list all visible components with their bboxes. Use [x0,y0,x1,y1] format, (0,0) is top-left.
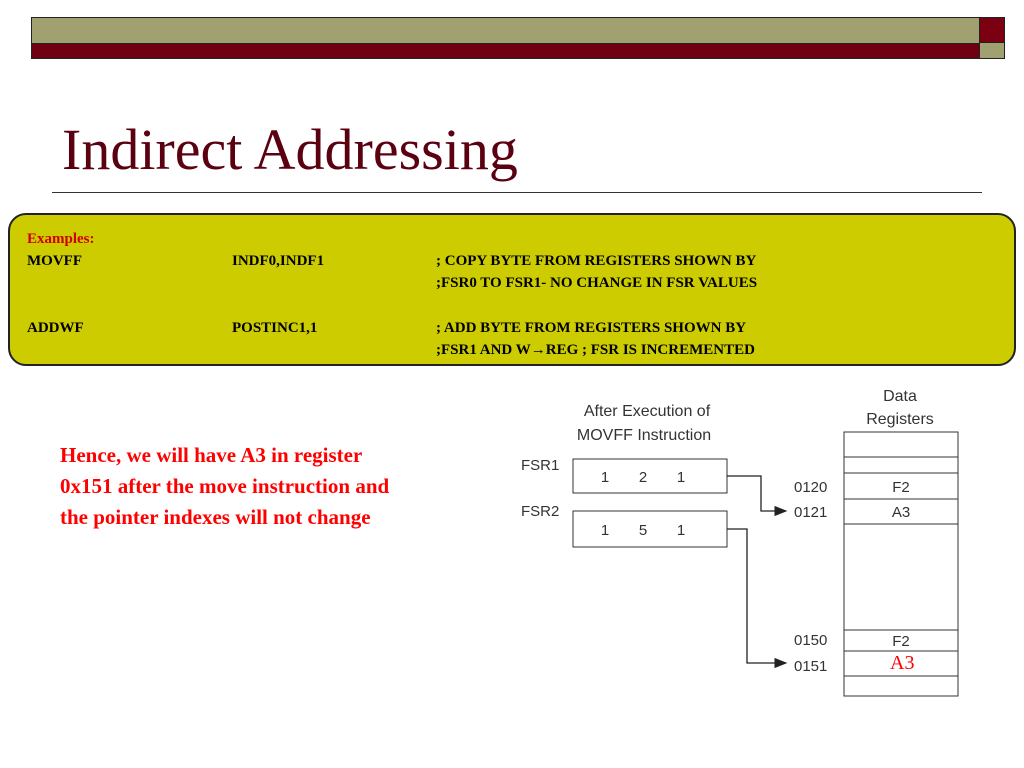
registers-heading-line: Registers [866,411,934,428]
address-label: 0150 [794,632,827,649]
register-cell-value: F2 [892,479,910,496]
fsr1-register [572,458,728,494]
memory-diagram: After Execution of MOVFF Instruction Dat… [521,388,959,697]
code-example-box [8,213,1016,366]
code-comment-suffix: REG ; FSR IS INCREMENTED [545,342,755,358]
fsr2-digit: 1 [677,522,685,539]
address-label: 0151 [794,658,827,675]
fsr2-register [572,510,728,548]
code-comment: ; ADD BYTE FROM REGISTERS SHOWN BY [436,320,747,336]
fsr1-pointer-arrow [727,475,788,517]
examples-label: Examples: [27,231,95,247]
fsr1-digit: 2 [639,469,647,486]
address-label: 0120 [794,479,827,496]
diagram-caption-line: MOVFF Instruction [577,427,711,444]
fsr1-digit: 1 [601,469,609,486]
fsr2-digit: 1 [601,522,609,539]
diagram-caption-line: After Execution of [584,403,711,420]
corner-square-olive [979,42,1005,59]
top-bar-maroon [31,43,980,59]
code-comment-prefix: ;FSR1 AND W [436,342,531,358]
overlay-register-value: A3 [890,652,915,674]
code-comment: ;FSR0 TO FSR1- NO CHANGE IN FSR VALUES [436,275,758,291]
fsr2-digit: 5 [639,522,647,539]
note-line: Hence, we will have A3 in register [60,443,363,467]
register-cell-value: F2 [892,633,910,650]
slide-title: Indirect Addressing [62,117,518,182]
code-comment: ; COPY BYTE FROM REGISTERS SHOWN BY [436,253,757,269]
data-register-column [843,431,959,697]
fsr2-pointer-arrow [727,528,788,669]
note-line: the pointer indexes will not change [60,505,371,529]
registers-heading-line: Data [883,388,917,405]
code-comment: ;FSR1 AND W→REG ; FSR IS INCREMENTED [436,341,755,359]
code-mnemonic: ADDWF [27,320,84,336]
address-label: 0121 [794,504,827,521]
fsr1-digit: 1 [677,469,685,486]
note-line: 0x151 after the move instruction and [60,474,390,498]
fsr1-label: FSR1 [521,457,559,474]
register-cell-value: A3 [892,504,910,521]
top-bar-olive [31,17,980,45]
code-mnemonic: MOVFF [27,253,82,269]
arrow-glyph: → [530,342,546,358]
fsr2-label: FSR2 [521,503,559,520]
code-operand: POSTINC1,1 [232,320,318,336]
title-divider [52,192,982,193]
explanation-note: Hence, we will have A3 in register 0x151… [60,440,480,533]
code-operand: INDF0,INDF1 [232,253,325,269]
corner-square-maroon [979,17,1005,43]
